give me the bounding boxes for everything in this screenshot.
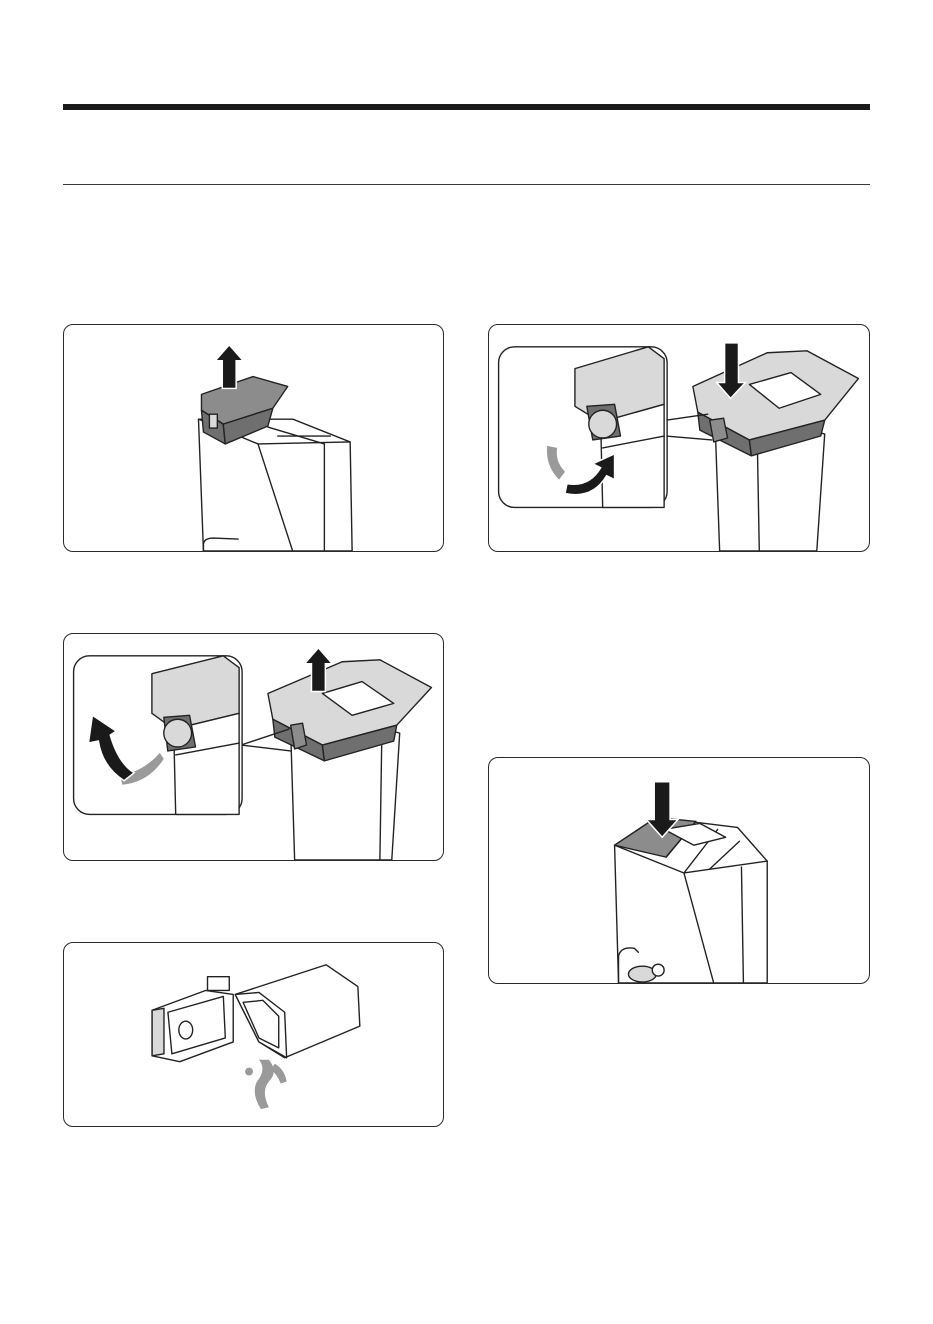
illustration-release-latch bbox=[64, 634, 443, 860]
illustration-press-cover bbox=[489, 758, 869, 983]
illustration-empty-tray bbox=[64, 943, 443, 1126]
illustration-lift-tray bbox=[64, 325, 443, 551]
latch-tab bbox=[710, 418, 728, 442]
figure-press-cover bbox=[488, 757, 870, 984]
figure-empty-tray bbox=[63, 942, 444, 1127]
latch-zoom-circle bbox=[164, 719, 192, 747]
figure-lift-tray bbox=[63, 324, 444, 552]
figure-release-latch bbox=[63, 633, 444, 861]
water-stream bbox=[255, 1060, 274, 1109]
header-rule-thick bbox=[63, 104, 870, 110]
illustration-reinsert-tray bbox=[489, 325, 869, 551]
header-rule-thin bbox=[63, 184, 870, 185]
latch-zoom-circle bbox=[589, 410, 617, 438]
figure-reinsert-tray bbox=[488, 324, 870, 552]
